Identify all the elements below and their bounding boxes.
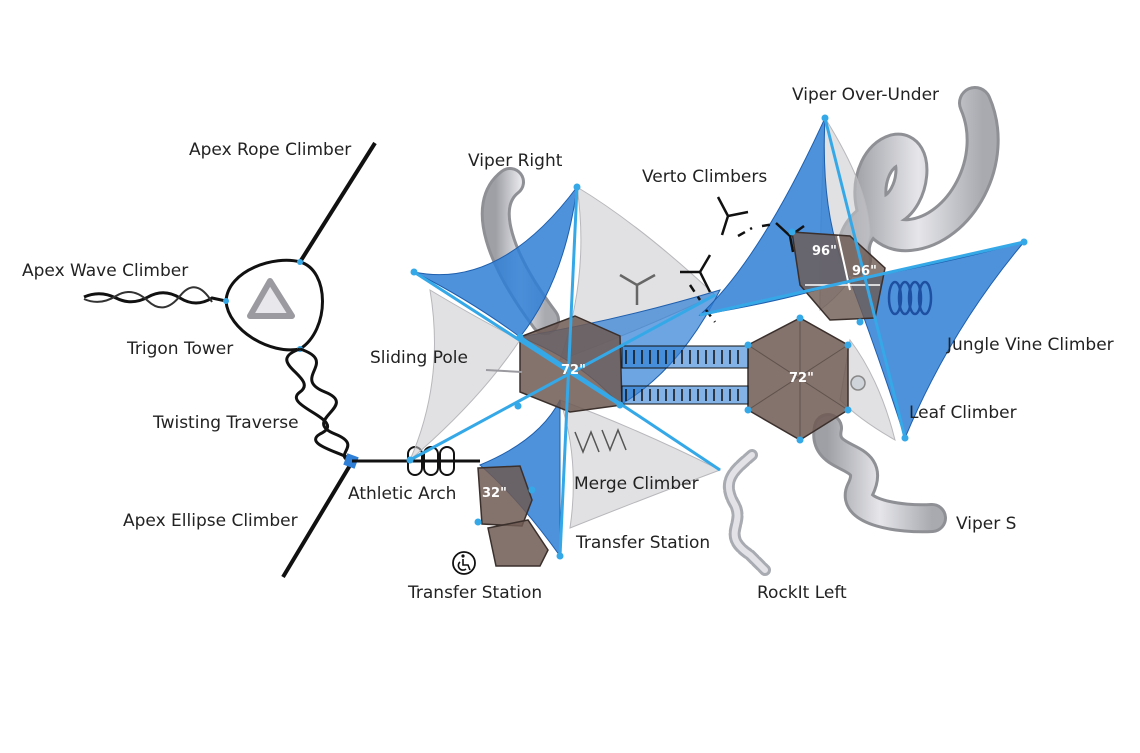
leaf-climber — [850, 375, 866, 391]
label-verto-climbers: Verto Climbers — [642, 167, 768, 187]
label-viper-over-under: Viper Over-Under — [792, 85, 940, 105]
deck-height-96-a: 96" — [812, 244, 837, 259]
label-viper-s: Viper S — [956, 514, 1017, 534]
label-sliding-pole: Sliding Pole — [370, 348, 468, 368]
jungle-vine-climber — [887, 280, 933, 316]
sliding-pole — [485, 369, 523, 373]
deck-height-72-left: 72" — [561, 363, 586, 378]
label-apex-ellipse-climber: Apex Ellipse Climber — [123, 511, 298, 531]
label-jungle-vine-climber: Jungle Vine Climber — [947, 335, 1114, 355]
label-apex-wave-climber: Apex Wave Climber — [22, 261, 189, 281]
label-apex-rope-climber: Apex Rope Climber — [189, 140, 352, 160]
apex-ellipse-climber-line — [281, 453, 359, 579]
label-merge-climber: Merge Climber — [574, 474, 699, 494]
merge-climber — [574, 427, 627, 455]
apex-rope-climber-line — [298, 141, 377, 264]
label-rockit-left: RockIt Left — [757, 583, 847, 603]
bridges — [621, 345, 749, 405]
twisting-traverse — [285, 347, 354, 464]
deck-height-96-b: 96" — [852, 264, 877, 279]
deck-height-72-right: 72" — [789, 371, 814, 386]
label-trigon-tower: Trigon Tower — [127, 339, 234, 359]
trigon-tower — [223, 258, 324, 352]
label-transfer-station-left: Transfer Station — [408, 583, 543, 603]
wheelchair-icon — [452, 551, 476, 575]
post-caps — [406, 114, 1028, 560]
gray-shade-sails — [409, 116, 896, 529]
apex-wave-climber-rope — [83, 286, 227, 309]
label-twisting-traverse: Twisting Traverse — [153, 413, 299, 433]
label-viper-right: Viper Right — [468, 151, 563, 171]
label-leaf-climber: Leaf Climber — [909, 403, 1017, 423]
deck-32 — [477, 465, 549, 567]
viper-s-slide — [812, 413, 947, 534]
rockit-left-climber — [722, 449, 771, 576]
label-athletic-arch: Athletic Arch — [348, 484, 457, 504]
viper-over-under-slide — [836, 86, 1000, 277]
deck-height-32: 32" — [482, 486, 507, 501]
label-transfer-station-center: Transfer Station — [576, 533, 711, 553]
